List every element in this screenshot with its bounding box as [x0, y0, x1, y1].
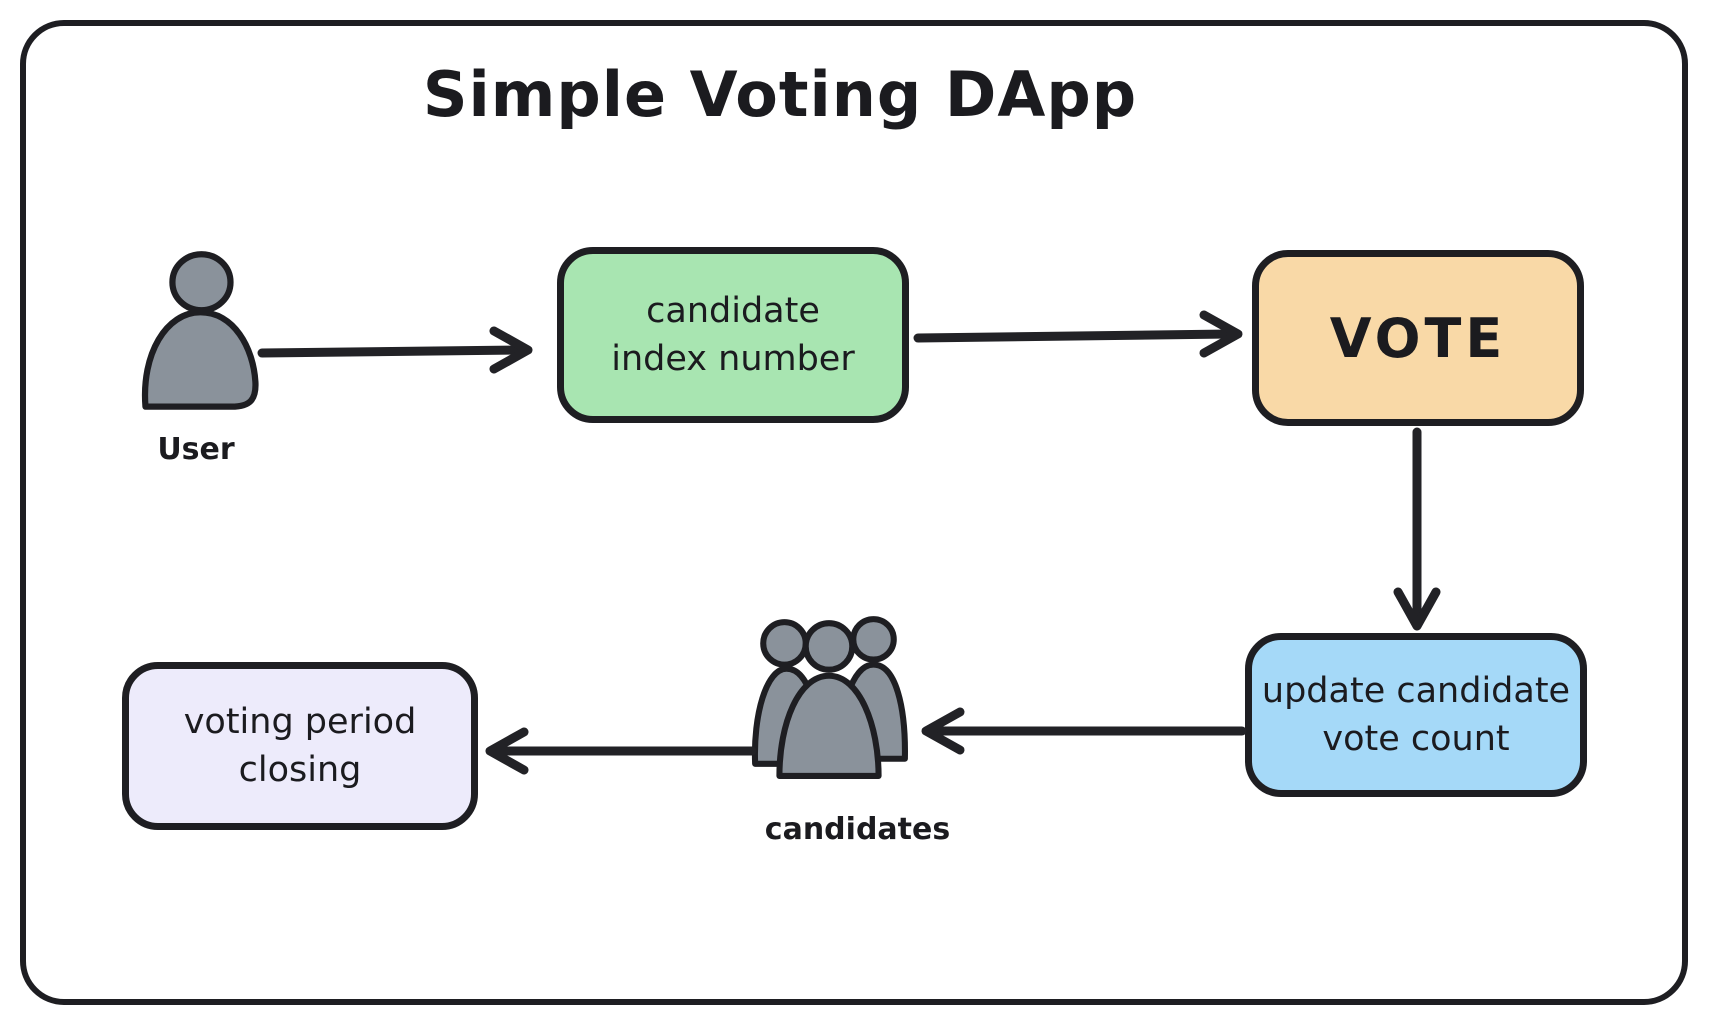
vote-node: VOTE — [1252, 250, 1584, 426]
person-icon — [141, 251, 259, 410]
candidate-index-line1: candidate — [646, 290, 820, 331]
update-count-node: update candidate vote count — [1245, 633, 1587, 797]
candidates-label: candidates — [764, 812, 951, 847]
candidate-index-line2: index number — [611, 339, 855, 379]
diagram-title: Simple Voting DApp — [422, 58, 1138, 131]
voting-period-node: voting period closing — [122, 662, 478, 830]
voting-period-line2: closing — [238, 750, 362, 790]
voting-period-line1: voting period — [183, 701, 417, 742]
user-node — [135, 248, 270, 420]
update-count-line1: update candidate — [1261, 670, 1571, 711]
user-label: User — [157, 432, 235, 467]
diagram-frame — [20, 20, 1688, 1005]
candidate-index-node: candidate index number — [557, 247, 909, 423]
candidates-node — [748, 610, 910, 786]
update-count-line2: vote count — [1322, 719, 1510, 759]
people-group-icon — [751, 616, 908, 779]
vote-label: VOTE — [1329, 306, 1507, 370]
